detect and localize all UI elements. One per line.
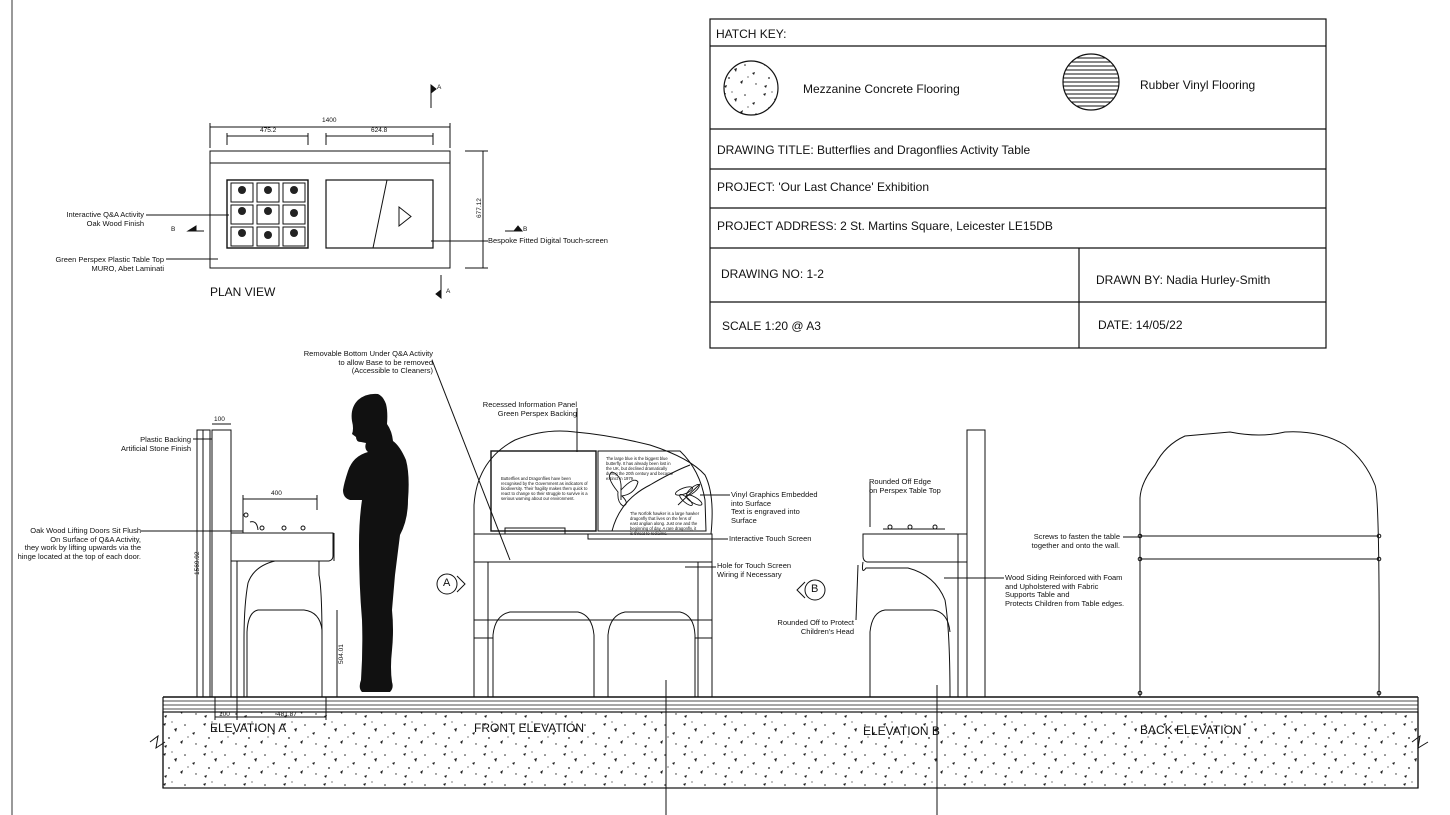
note-lifting-doors: Oak Wood Lifting Doors Sit Flush On Surf…	[17, 526, 141, 561]
elevation-a-title: ELEVATION A	[210, 721, 287, 735]
scale: SCALE 1:20 @ A3	[722, 319, 821, 333]
graphic-panel-text-2: The Norfolk hawker is a large hawker dra…	[630, 511, 700, 536]
elev-a-dim-100-base: 100	[219, 711, 230, 718]
elev-a-dim-504: 504.01	[338, 644, 345, 664]
plan-section-a-bottom: A	[446, 288, 451, 295]
butterfly-graphic	[609, 471, 639, 507]
note-touch-screen: Interactive Touch Screen	[729, 534, 812, 543]
info-panel-text: Butterflies and Dragonflies have been re…	[501, 476, 588, 501]
elev-a-dim-base: 481.87	[277, 711, 297, 718]
note-rounded-head: Rounded Off to Protect Children's Head	[777, 618, 854, 636]
plan-note-table-top: Green Perspex Plastic Table Top MURO, Ab…	[55, 255, 164, 273]
note-wood-siding: Wood Siding Reinforced with Foam and Uph…	[1005, 573, 1125, 608]
plan-note-activity: Interactive Q&A Activity Oak Wood Finish	[66, 210, 144, 228]
person-silhouette-icon	[343, 393, 409, 692]
plan-section-b-right: B	[523, 226, 528, 233]
plan-dim-right: 624.8	[371, 127, 388, 134]
drawing-number: DRAWING NO: 1-2	[721, 267, 824, 281]
project-name: PROJECT: 'Our Last Chance' Exhibition	[717, 180, 930, 194]
vinyl-hatch-symbol	[1062, 53, 1120, 111]
drawing-title: DRAWING TITLE: Butterflies and Dragonfli…	[717, 143, 1031, 157]
project-address: PROJECT ADDRESS: 2 St. Martins Square, L…	[717, 219, 1053, 233]
front-elevation-drawing	[431, 359, 730, 815]
marker-a: A	[443, 577, 451, 589]
dragonfly-graphic	[675, 483, 703, 506]
concrete-hatch-symbol	[723, 60, 779, 116]
graphic-panel-text-1: The large blue is the biggest blue butte…	[606, 456, 674, 481]
plan-note-touchscreen: Bespoke Fitted Digital Touch-screen	[488, 236, 608, 245]
note-removable-bottom: Removable Bottom Under Q&A Activity to a…	[303, 349, 433, 375]
note-rounded-edge: Rounded Off Edge on Perspex Table Top	[869, 477, 941, 495]
note-plastic-backing: Plastic Backing Artificial Stone Finish	[120, 435, 191, 453]
hatch-vinyl-label: Rubber Vinyl Flooring	[1140, 78, 1256, 92]
hatch-concrete-label: Mezzanine Concrete Flooring	[803, 82, 960, 96]
plan-dim-total: 1400	[322, 117, 337, 124]
back-elevation-drawing	[1123, 431, 1382, 698]
elevation-a-drawing	[141, 423, 338, 720]
elev-a-dim-100: 100	[214, 416, 225, 423]
elev-a-dim-400: 400	[271, 490, 282, 497]
plan-dim-depth: 677.12	[476, 198, 483, 218]
note-screws: Screws to fasten the table together and …	[1031, 532, 1120, 550]
plan-view-title: PLAN VIEW	[210, 285, 276, 299]
plan-dim-left: 475.2	[260, 127, 277, 134]
date: DATE: 14/05/22	[1098, 318, 1183, 332]
front-elevation-title: FRONT ELEVATION	[474, 721, 585, 735]
floor-section	[149, 696, 1429, 789]
elevation-b-title: ELEVATION B	[863, 724, 940, 738]
drawn-by: DRAWN BY: Nadia Hurley-Smith	[1096, 273, 1271, 287]
note-hole-wiring: Hole for Touch Screen Wiring if Necessar…	[717, 561, 792, 579]
plan-section-b-left: B	[171, 226, 176, 233]
note-vinyl-graphics: Vinyl Graphics Embedded into Surface Tex…	[731, 490, 818, 525]
plan-section-a-top: A	[437, 84, 442, 91]
back-elevation-title: BACK ELEVATION	[1140, 723, 1242, 737]
hatch-key-heading: HATCH KEY:	[716, 27, 787, 41]
elevation-b-drawing	[796, 429, 1004, 815]
note-info-panel: Recessed Information Panel Green Perspex…	[482, 400, 577, 418]
plan-view	[146, 83, 524, 300]
title-block	[709, 18, 1327, 349]
marker-b: B	[811, 583, 819, 595]
elev-a-dim-height: 1569.92	[194, 551, 201, 576]
